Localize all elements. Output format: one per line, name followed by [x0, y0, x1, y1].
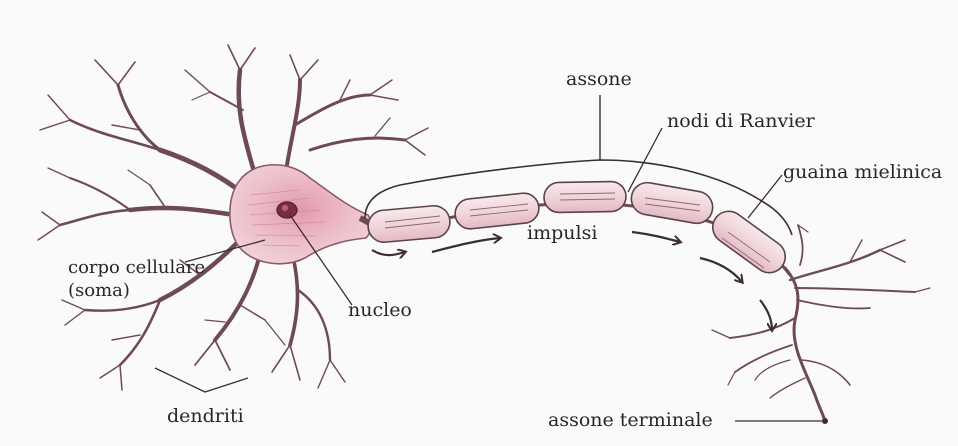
label-impulses: impulsi	[527, 224, 597, 243]
label-cell-body: corpo cellulare	[68, 258, 205, 279]
impulse-arrow	[432, 238, 500, 252]
label-myelin-sheath: guaina mielinica	[783, 163, 942, 182]
myelin-segment	[367, 204, 451, 243]
terminal-bouton	[822, 418, 828, 424]
label-axon: assone	[566, 70, 632, 89]
cell-body	[230, 165, 371, 264]
impulse-arrows	[372, 232, 772, 330]
myelin-segment	[544, 181, 627, 212]
label-axon-terminal: assone terminale	[548, 411, 713, 430]
label-nodes-of-ranvier: nodi di Ranvier	[667, 112, 815, 131]
impulse-arrow	[632, 232, 680, 242]
impulse-arrow	[760, 300, 772, 330]
label-dendrites: dendriti	[167, 407, 244, 426]
myelin-segment	[629, 180, 715, 226]
dendrites-bracket	[155, 368, 248, 392]
label-soma: (soma)	[68, 281, 130, 302]
nucleolus	[282, 205, 288, 211]
impulse-arrow	[372, 250, 405, 255]
label-nucleus: nucleo	[348, 301, 412, 320]
impulse-arrow	[700, 258, 742, 282]
